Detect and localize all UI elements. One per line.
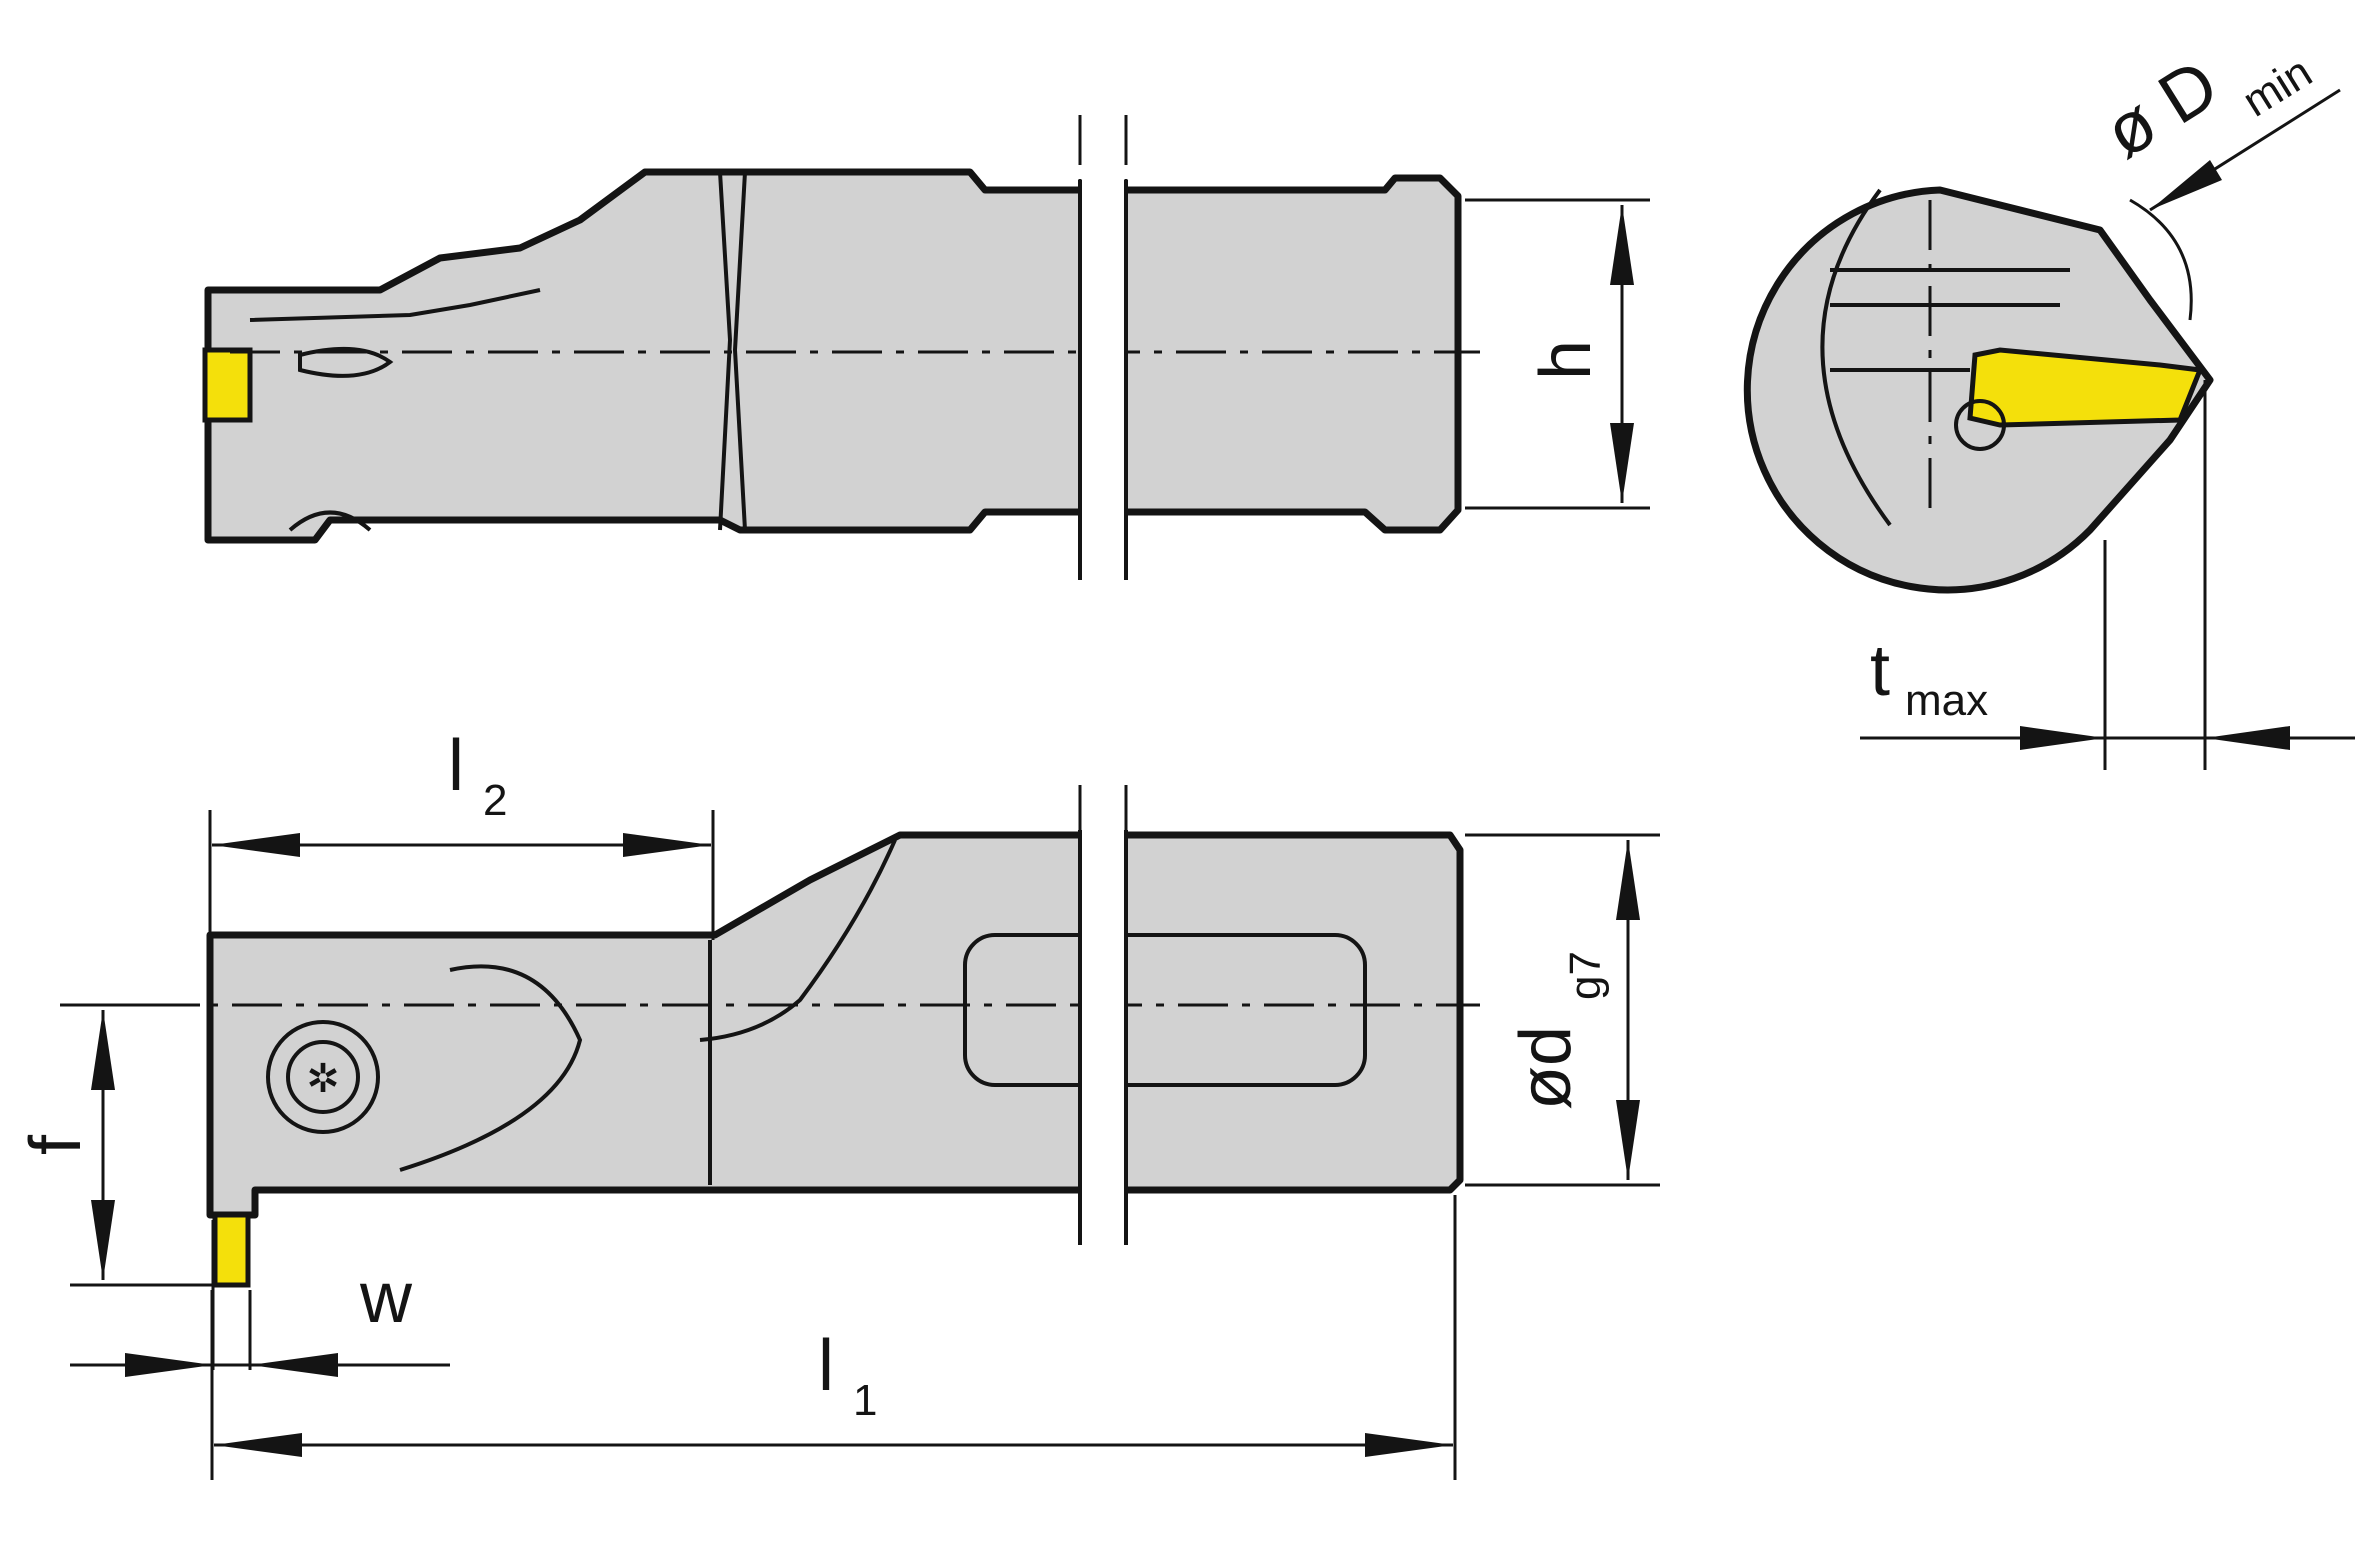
bottom-view-clamp [399, 964, 583, 1172]
bottom-view-screw-outer [266, 1020, 380, 1134]
top-view-insert [202, 347, 253, 423]
bottom-view: ✲ [60, 780, 1480, 1288]
dim-l1-arrow-right [1365, 1433, 1453, 1457]
dim-h-arrow-bottom [1610, 423, 1634, 503]
dim-tmax-arrow-left [2020, 726, 2105, 750]
top-view-head-line [249, 288, 541, 322]
dim-f-arrow-top [91, 1010, 115, 1090]
bottom-view-break [1080, 780, 1126, 1260]
dim-l2-arrow-left [212, 833, 300, 857]
top-view-slot [298, 346, 394, 378]
dim-w-arrow-right [250, 1353, 338, 1377]
top-view-shank-seam-2 [732, 171, 747, 531]
end-view-arc [1820, 188, 1892, 527]
dim-tmax-arrow-right [2205, 726, 2290, 750]
label-f: f [16, 1134, 96, 1155]
bottom-view-body [206, 831, 1464, 1219]
label-l2-sub: 2 [483, 776, 507, 825]
label-dg7: ød [1506, 1026, 1586, 1110]
dim-dmin-arc [2129, 198, 2193, 321]
dim-l1-arrow-left [214, 1433, 302, 1457]
label-dmin: ø D [2091, 44, 2232, 173]
top-view-break [1080, 110, 1126, 600]
end-view-insert [1967, 347, 2204, 428]
dimension-h: h [1465, 198, 1650, 510]
dim-f-arrow-bottom [91, 1200, 115, 1280]
top-view-shank-seam [718, 171, 733, 531]
dim-w-arrow-left [125, 1353, 213, 1377]
dimension-f: f [16, 1003, 215, 1287]
dimension-tmax: t max [1860, 380, 2355, 770]
dimension-l2: l 2 [208, 726, 715, 940]
label-dg7-sub: g7 [1561, 951, 1610, 1000]
bottom-view-insert [212, 1212, 251, 1288]
label-w: w [359, 1258, 413, 1338]
bottom-view-screw-inner [286, 1040, 360, 1114]
top-view [202, 110, 1480, 600]
dim-dg7-arrow-bottom [1616, 1100, 1640, 1180]
bottom-view-slot [963, 933, 1367, 1087]
label-tmax: t [1870, 631, 1890, 711]
dim-l2-arrow-right [623, 833, 711, 857]
dim-h-arrow-top [1610, 205, 1634, 285]
label-h: h [1526, 340, 1606, 380]
label-l1-sub: 1 [853, 1376, 877, 1425]
top-view-body [204, 168, 1462, 544]
end-view-hole [1954, 399, 2006, 451]
label-dmin-sub: min [2234, 47, 2320, 126]
label-l2: l [448, 726, 464, 806]
dimension-dg7: ød g7 [1465, 833, 1660, 1187]
torx-icon: ✲ [306, 1057, 340, 1101]
bottom-view-shoulder [699, 839, 897, 1042]
top-view-relief [288, 510, 372, 532]
label-tmax-sub: max [1905, 676, 1988, 725]
label-l1: l [818, 1326, 834, 1406]
dimension-l1: l 1 [210, 1195, 1457, 1480]
dimension-w: w [70, 1220, 450, 1377]
dim-dmin-arrow [2150, 160, 2222, 210]
dim-dg7-arrow-top [1616, 840, 1640, 920]
end-view [1743, 88, 2341, 594]
